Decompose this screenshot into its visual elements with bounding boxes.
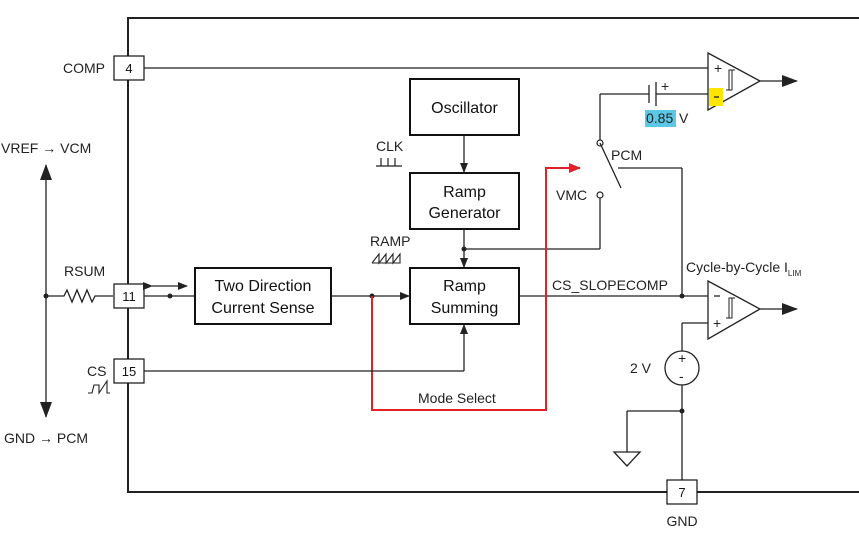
- pin-15: [113, 358, 145, 384]
- ramp-summing-label-2: Summing: [431, 300, 499, 317]
- reference-voltage-value: 0.85: [646, 110, 673, 126]
- source-minus-sign: -: [679, 368, 684, 384]
- pin-4: [113, 55, 145, 81]
- pin-7: [666, 479, 698, 505]
- reference-voltage-unit: V: [679, 110, 689, 126]
- current-sense-label-1: Two Direction: [215, 278, 312, 295]
- vref-vcm-label: VREF → VCM: [1, 140, 91, 156]
- current-limit-comparator: +: [707, 279, 798, 341]
- pin-4-number: 4: [125, 61, 132, 76]
- reference-battery: + 0.85 V: [600, 78, 708, 127]
- ground-icon: [612, 451, 642, 467]
- oscillator-label: Oscillator: [431, 100, 498, 117]
- gnd-pcm-label: GND → PCM: [4, 430, 88, 446]
- pin-7-name: GND: [666, 513, 697, 529]
- ramp-summing-label-1: Ramp: [443, 278, 486, 295]
- pin-11-number: 11: [122, 289, 136, 304]
- ramp-generator-label-1: Ramp: [443, 184, 486, 201]
- mode-select-path: [371, 163, 581, 411]
- mode-select-label: Mode Select: [418, 390, 496, 406]
- oscillator-block: [409, 78, 520, 136]
- ramp-generator-label-2: Generator: [428, 205, 501, 222]
- source-2v-label: 2 V: [630, 360, 652, 376]
- highlight-voltage-value: [645, 110, 676, 127]
- clk-label: CLK: [376, 138, 404, 154]
- pin-7-number: 7: [678, 485, 685, 500]
- lower-comparator-plus-sign: +: [713, 315, 721, 331]
- mode-switch: [599, 142, 622, 189]
- ic-boundary: [127, 17, 859, 493]
- battery-plus-sign: +: [661, 78, 669, 94]
- pcm-comparator: +: [707, 51, 798, 112]
- ramp-label: RAMP: [370, 233, 410, 249]
- comparator-plus-sign: +: [714, 60, 722, 76]
- cs-waveform-icon: [88, 379, 110, 395]
- resistor-icon: [46, 288, 113, 304]
- pin-15-name: CS: [87, 363, 106, 379]
- hysteresis-icon: [726, 297, 735, 319]
- source-plus-sign: +: [678, 350, 686, 366]
- pin-11-name: RSUM: [64, 263, 105, 279]
- pcm-label: PCM: [611, 147, 642, 163]
- clock-waveform-icon: [376, 158, 402, 167]
- pin-15-number: 15: [122, 364, 136, 379]
- cs-slopecomp-label: CS_SLOPECOMP: [552, 277, 668, 293]
- hysteresis-icon: [726, 69, 735, 91]
- current-sense-block: [194, 267, 332, 325]
- pin-4-name: COMP: [63, 60, 105, 76]
- current-sense-label-2: Current Sense: [211, 300, 314, 317]
- ramp-waveform-icon: [371, 252, 401, 265]
- vmc-label: VMC: [556, 187, 587, 203]
- cycle-limit-label: Cycle-by-Cycle ILIM: [686, 259, 802, 278]
